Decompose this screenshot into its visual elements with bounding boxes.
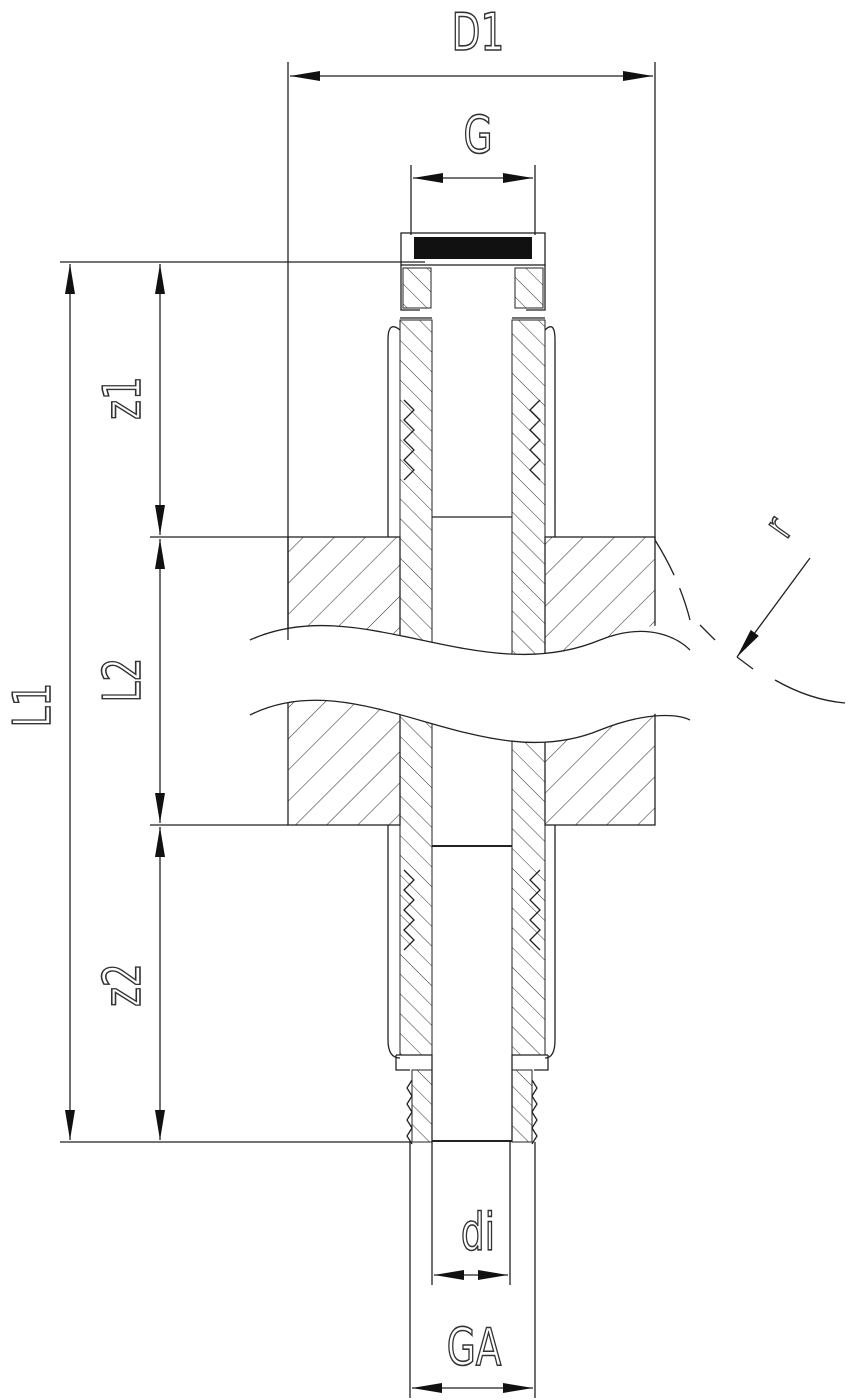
label-z2: z2: [93, 963, 154, 1006]
dimension-di: di: [431, 1142, 511, 1285]
dimension-g: G: [410, 105, 536, 235]
label-l1: L1: [3, 683, 64, 728]
dimension-ga: GA: [409, 1142, 536, 1398]
label-ga: GA: [447, 1318, 502, 1379]
label-d1: D1: [452, 3, 505, 64]
label-z1: z1: [93, 376, 154, 419]
break-lines: [249, 625, 691, 744]
label-g: G: [463, 106, 492, 167]
dimension-d1: D1: [287, 2, 656, 640]
label-r: r: [755, 507, 802, 546]
dimension-left: z1 L2 L1 z2: [2, 261, 425, 1143]
radius-indicator: r: [654, 506, 846, 704]
label-di: di: [461, 1203, 495, 1264]
threaded-cap: [400, 232, 546, 311]
label-l2: L2: [93, 658, 154, 703]
